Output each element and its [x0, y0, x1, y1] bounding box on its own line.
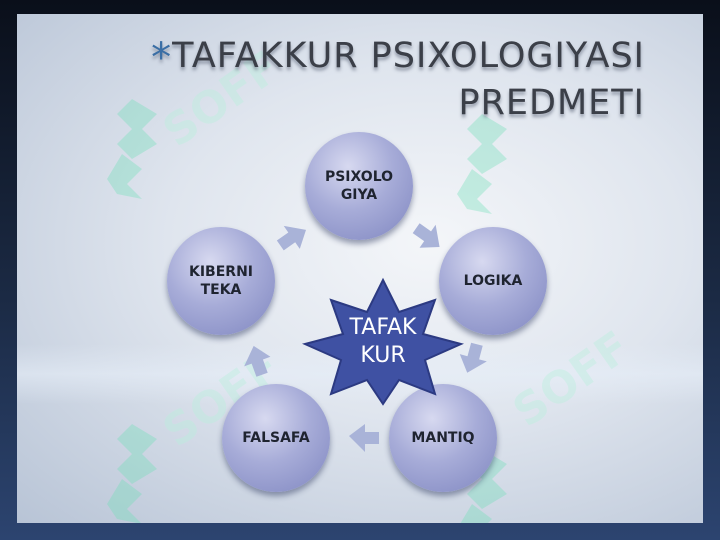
arrow-falsafa-to-kiberneteka: [244, 345, 271, 377]
star-shape: [301, 277, 465, 406]
arrow-psixologiya-to-logika: [412, 223, 440, 248]
arrow-logika-to-mantiq: [459, 342, 487, 373]
node-logika: LOGIKA: [439, 227, 547, 335]
title-asterisk: *: [151, 35, 173, 81]
watermark-logo-icon: [107, 424, 157, 523]
arrow-mantiq-to-falsafa: [349, 424, 379, 452]
arrow-kiberneteka-to-psixologiya: [276, 225, 307, 251]
watermark-logo-icon: [107, 99, 157, 199]
title-line-1: TAFAKKUR PSIXOLOGIYASI: [172, 36, 645, 76]
node-falsafa: FALSAFA: [222, 384, 330, 492]
center-label: TAFAK KUR: [349, 315, 417, 368]
slide: SOFF SOFF SOFF *TAFAKKUR PSIXOLOGIYASI P…: [17, 14, 703, 523]
title-line-2: PREDMETI: [458, 83, 645, 123]
node-psixologiya: PSIXOLO GIYA: [305, 132, 413, 240]
watermark-logo-icon: [457, 114, 507, 214]
node-kiberneteka: KIBERNI TEKA: [167, 227, 275, 335]
slide-title: *TAFAKKUR PSIXOLOGIYASI PREDMETI: [151, 34, 645, 126]
center-star: TAFAK KUR: [301, 276, 465, 408]
node-mantiq: MANTIQ: [389, 384, 497, 492]
watermark-text: SOFF: [504, 321, 640, 438]
